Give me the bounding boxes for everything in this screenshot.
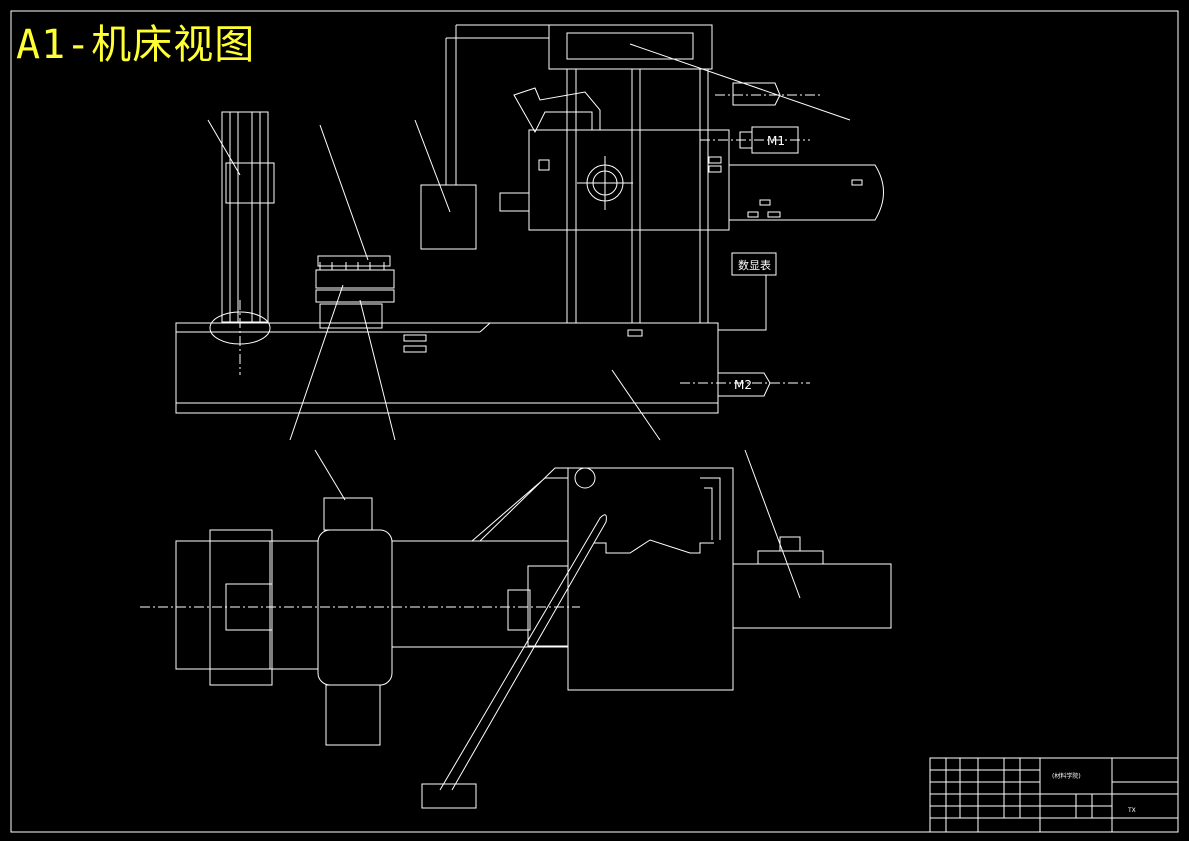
work-table	[315, 255, 395, 329]
digital-display-box	[718, 252, 777, 331]
drawing-title: A1-机床视图	[16, 22, 256, 68]
plan-view	[140, 449, 892, 809]
digital-display-label: 数显表	[738, 258, 771, 272]
main-column	[445, 24, 713, 323]
motor-m2-label: M2	[734, 378, 752, 392]
motor-m2	[680, 372, 810, 397]
headstock	[499, 87, 884, 231]
sheet-border	[10, 10, 1179, 833]
title-block-school: (材料学院)	[1052, 772, 1081, 780]
motor-m1	[700, 82, 820, 154]
leader-lines-upper	[207, 43, 851, 441]
title-block-project: TX	[1127, 807, 1136, 814]
left-column	[209, 111, 275, 375]
electric-box	[420, 184, 477, 250]
motor-m1-label: M1	[767, 134, 785, 148]
machine-bed	[175, 322, 719, 414]
title-block	[929, 757, 1179, 833]
